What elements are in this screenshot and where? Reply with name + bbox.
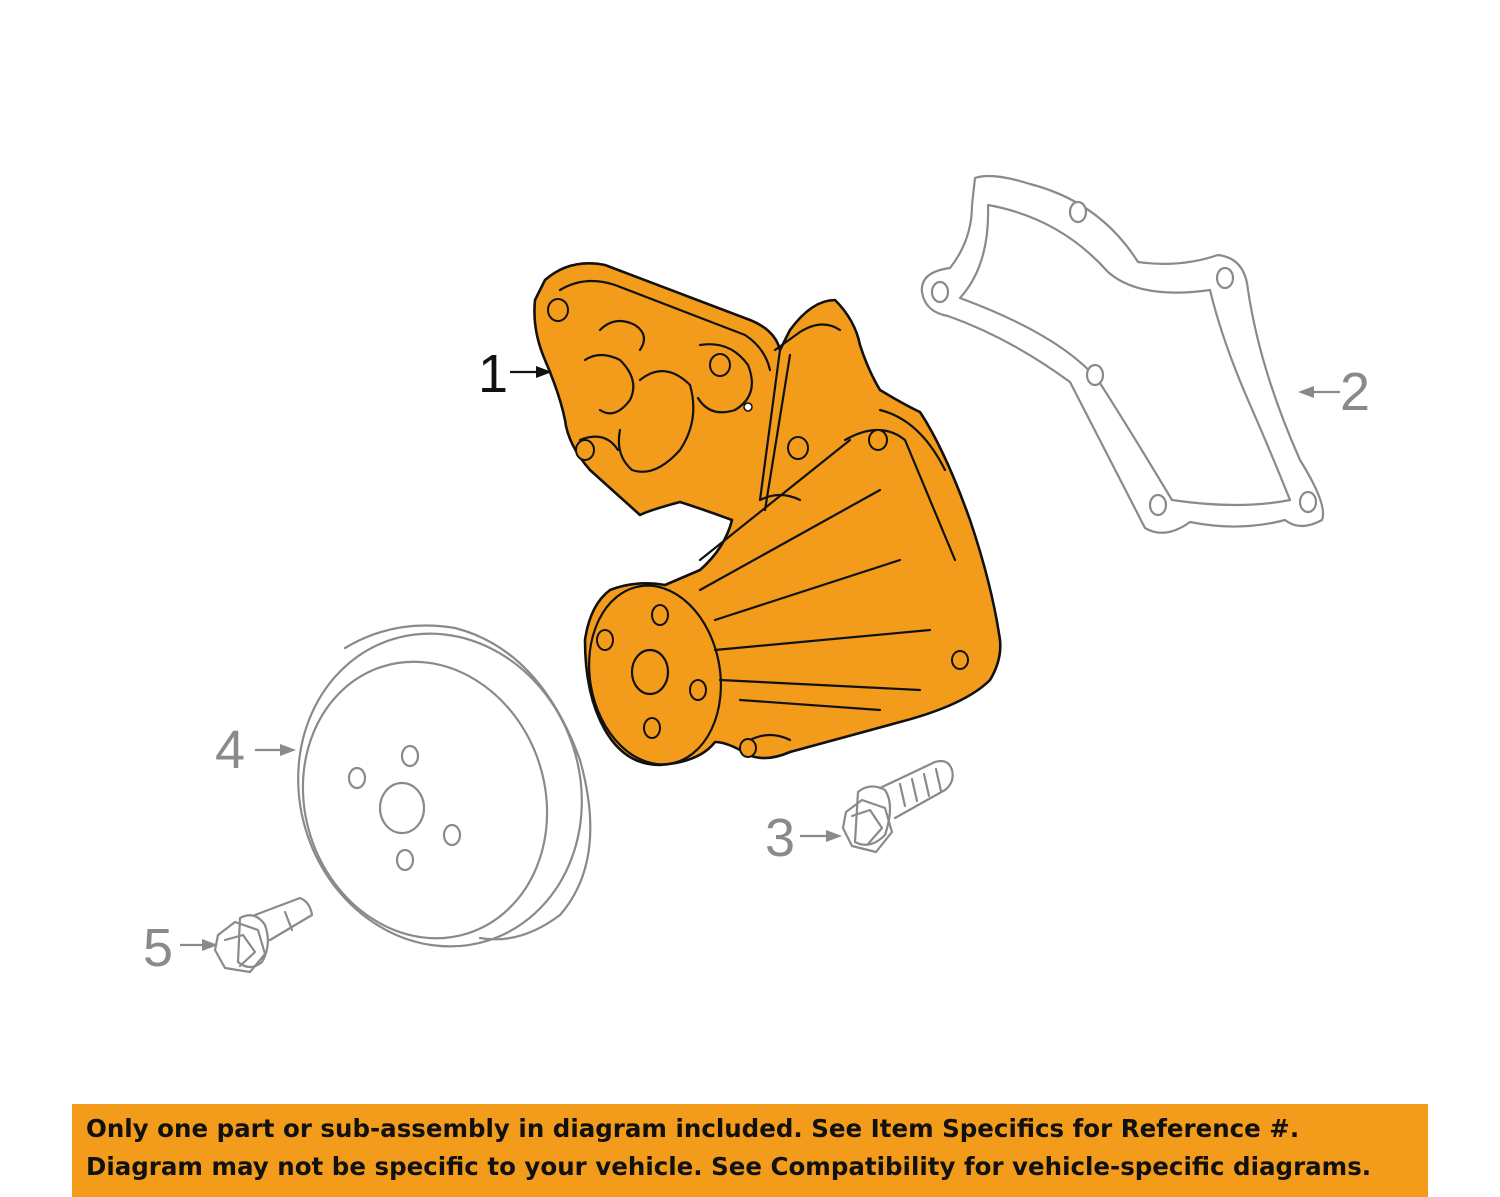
callout-3: 3 <box>765 808 795 868</box>
callout-2: 2 <box>1340 362 1370 422</box>
callout-arrows <box>180 366 1340 951</box>
part-5-bolt <box>213 896 314 974</box>
callout-4: 4 <box>215 720 245 780</box>
disclaimer-banner: Only one part or sub-assembly in diagram… <box>72 1104 1428 1197</box>
part-2-gasket <box>920 174 1325 534</box>
callout-5: 5 <box>143 918 173 978</box>
callout-1: 1 <box>478 344 508 404</box>
part-3-bolt <box>841 759 954 854</box>
disclaimer-line-2: Diagram may not be specific to your vehi… <box>86 1152 1372 1181</box>
disclaimer-line-1: Only one part or sub-assembly in diagram… <box>86 1114 1300 1143</box>
pump-body <box>533 262 1002 767</box>
part-4-pulley <box>297 624 592 948</box>
part-1-water-pump <box>533 262 1002 767</box>
